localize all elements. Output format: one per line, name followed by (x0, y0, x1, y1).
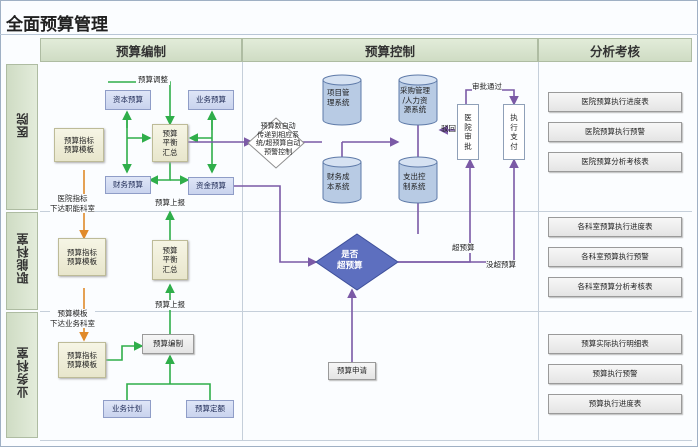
label-issue-to-functional: 医院指标 下达职能科室 (50, 194, 95, 213)
report-functional-1: 各科室预算执行进度表 (548, 217, 682, 237)
node-business-plan: 业务计划 (103, 400, 151, 418)
auto-transfer-diamond (247, 117, 305, 169)
node-hospital-indicator-template: 预算指标 预算模板 (54, 128, 104, 162)
label-template-to-business: 预算模板 下达业务科室 (50, 309, 95, 328)
label-not-over-budget: 没超预算 (486, 260, 516, 270)
report-hospital-3: 医院预算分析考核表 (548, 152, 682, 172)
lane-bg-business (6, 312, 38, 438)
label-over-budget: 超预算 (452, 243, 475, 253)
lane-divider-1 (40, 211, 692, 212)
label-auto-transfer: 预算数自动 传递到相应系 统/超预算自动 预警控制 (256, 122, 301, 156)
node-budget-balance-summary: 预算 平衡 汇总 (152, 124, 188, 162)
label-finance-cost-system: 财务成 本系统 (327, 172, 350, 191)
expense-db-body (398, 162, 438, 204)
column-header-analysis: 分析考核 (538, 38, 692, 62)
label-budget-report-up: 预算上报 (154, 198, 186, 208)
diagram-title: 全面预算管理 (6, 15, 108, 35)
node-finance-budget: 财务预算 (105, 176, 151, 194)
node-capital-budget: 资本预算 (105, 90, 151, 110)
procurement-db-body (398, 80, 438, 126)
node-business-indicator-template: 预算指标 预算模板 (58, 342, 106, 378)
column-divider-1 (242, 62, 243, 440)
label-return: 驳回 (441, 124, 456, 133)
column-header-budget-prep: 预算编制 (40, 38, 242, 62)
label-budget-adjust: 预算调整 (136, 75, 170, 85)
project-db-body (322, 80, 362, 126)
node-budget-application: 预算申请 (328, 362, 376, 380)
label-expense-control-system: 支出控 制系统 (403, 172, 426, 191)
report-functional-3: 各科室预算分析考核表 (548, 277, 682, 297)
node-hospital-approval: 医 院 审 批 (457, 104, 479, 160)
label-approval-passed: 审批通过 (472, 82, 502, 92)
finance-db-body (322, 162, 362, 204)
node-execute-payment: 执 行 支 付 (503, 104, 525, 160)
node-fund-budget: 资金预算 (188, 177, 234, 195)
label-project-mgmt-system: 项目管 理系统 (327, 88, 350, 107)
label-over-budget-decision: 是否 超预算 (337, 250, 363, 271)
node-functional-balance-summary: 预算 平衡 汇总 (152, 240, 188, 280)
lane-divider-2 (40, 311, 692, 312)
column-header-budget-control: 预算控制 (242, 38, 538, 62)
report-business-2: 预算执行预警 (548, 364, 682, 384)
label-budget-report-up-2: 预算上报 (154, 300, 186, 310)
lane-bg-functional (6, 212, 38, 310)
node-budget-compile: 预算编制 (142, 334, 194, 354)
report-business-3: 预算执行进度表 (548, 394, 682, 414)
report-business-1: 预算实际执行明细表 (548, 334, 682, 354)
report-hospital-2: 医院预算执行预警 (548, 122, 682, 142)
label-procurement-hr-system: 采购管理 /人力资 源系统 (400, 86, 430, 114)
bottom-border (40, 440, 692, 441)
column-divider-2 (538, 62, 539, 440)
over-budget-decision-diamond (315, 233, 399, 291)
node-budget-quota: 预算定额 (186, 400, 234, 418)
report-hospital-1: 医院预算执行进度表 (548, 92, 682, 112)
report-functional-2: 各科室预算执行预警 (548, 247, 682, 267)
title-divider (0, 34, 698, 35)
node-functional-indicator-template: 预算指标 预算模板 (58, 238, 106, 276)
arrow-adjust-to-summary (108, 81, 175, 126)
lane-bg-hospital (6, 64, 38, 210)
node-business-budget: 业务预算 (188, 90, 234, 110)
